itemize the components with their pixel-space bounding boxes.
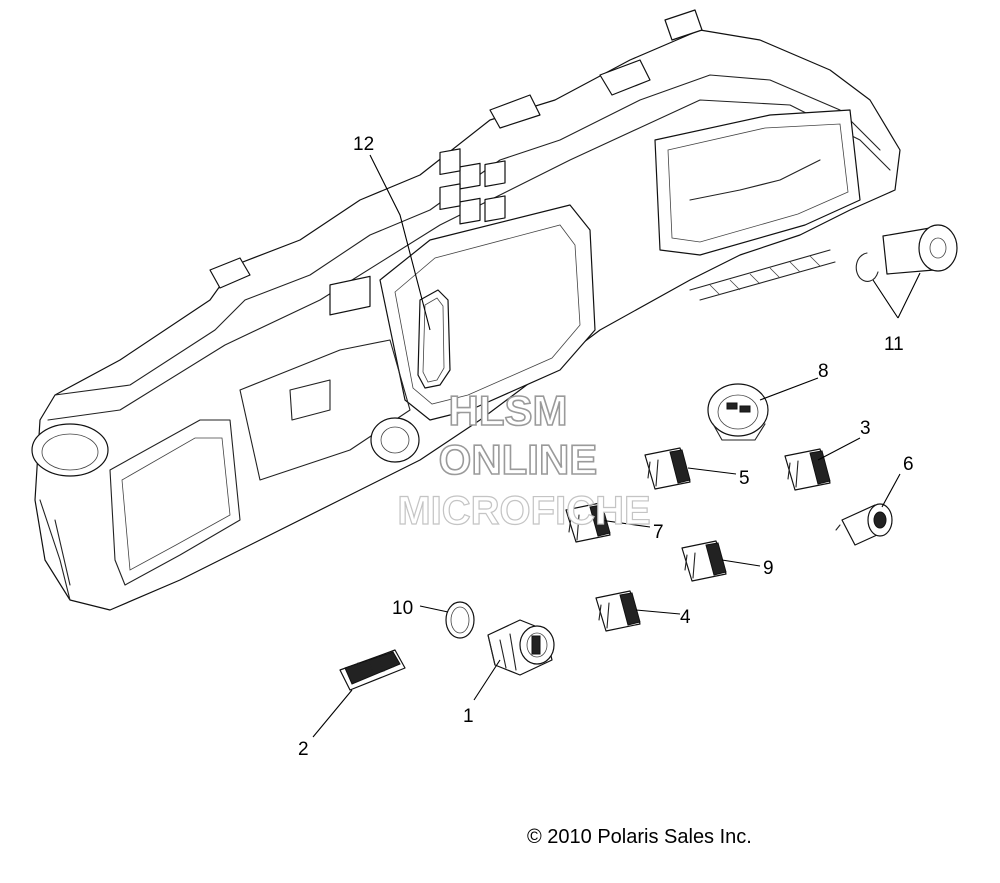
callout-numbers: 1 2 3 4 5 6 7 8 9 10 11 12 [298,134,914,760]
part-8-socket [707,383,769,441]
dashboard-assembly [31,9,901,611]
part-3-switch [784,448,831,491]
callout-4: 4 [680,607,691,628]
copyright-notice: © 2010 Polaris Sales Inc. [527,826,752,848]
callout-9: 9 [763,558,774,579]
part-5-switch [644,447,691,490]
callout-10: 10 [392,598,413,619]
watermark: HLSM ONLINE MICROFICHE [397,386,652,533]
callout-5: 5 [739,468,750,489]
watermark-line-2: ONLINE [439,436,598,483]
callout-6: 6 [903,454,914,475]
part-10-oring [445,601,475,639]
part-11-plug [855,224,958,282]
callout-3: 3 [860,418,871,439]
callout-7: 7 [653,522,664,543]
leader-lines [312,154,921,738]
callout-12: 12 [353,134,374,155]
callout-11: 11 [884,334,904,355]
callout-2: 2 [298,739,309,760]
part-1-ignition [487,619,555,676]
part-4-switch [595,590,641,632]
callout-1: 1 [463,706,474,727]
callout-8: 8 [818,361,829,382]
watermark-line-3: MICROFICHE [397,489,650,533]
part-2-indicator [339,649,406,691]
part-9-switch [681,540,727,582]
part-6-outlet [835,503,893,546]
watermark-line-1: HLSM [449,387,568,434]
